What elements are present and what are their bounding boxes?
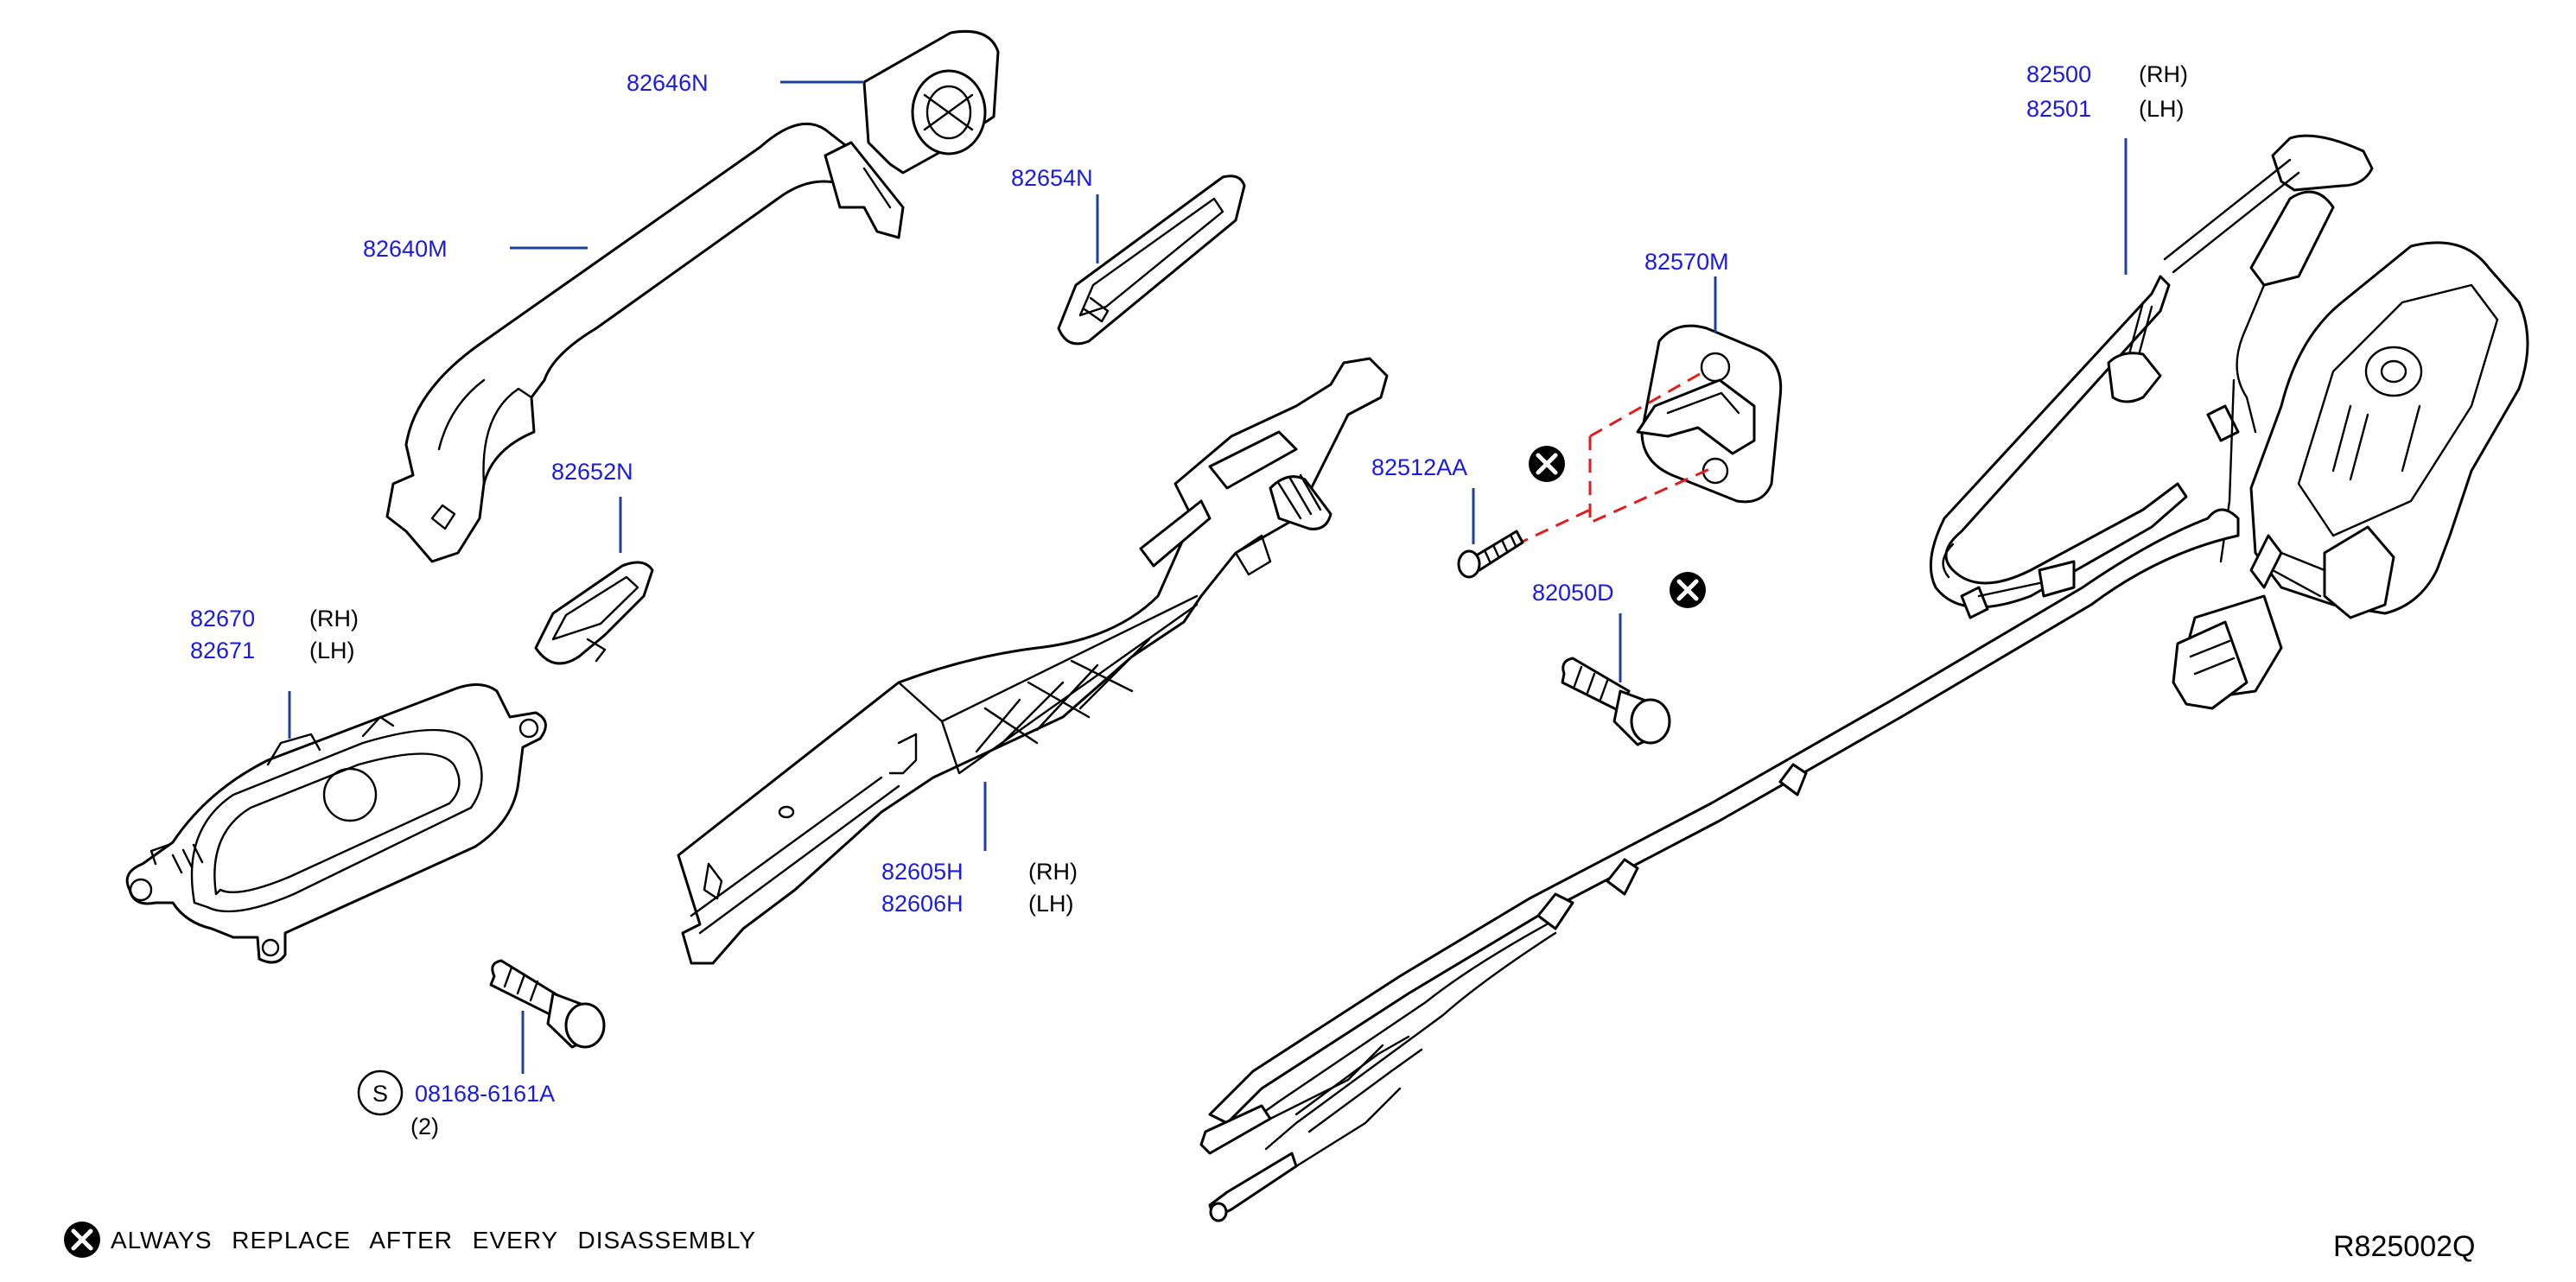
handle-escutcheon-cap — [862, 29, 1000, 175]
label-82605H: 82605H — [881, 859, 964, 885]
label-82671-side: (LH) — [309, 638, 355, 663]
leader-lines — [288, 80, 2128, 1074]
label-82501: 82501 — [2026, 96, 2091, 122]
label-82605H-side: (RH) — [1028, 859, 1078, 885]
circled-x-icon — [64, 1222, 100, 1258]
label-82500: 82500 — [2026, 61, 2091, 87]
door-striker — [1636, 324, 1783, 504]
label-82606H: 82606H — [881, 891, 964, 917]
inside-handle-bolt — [489, 959, 606, 1049]
handle-seal-rear — [1057, 175, 1246, 346]
label-82652N: 82652N — [551, 459, 633, 485]
label-82640M: 82640M — [363, 236, 448, 262]
label-82646N: 82646N — [627, 70, 709, 96]
striker-screw — [1457, 530, 1524, 579]
label-82500-side: (RH) — [2139, 61, 2188, 87]
circled-x-icon — [1529, 446, 1565, 482]
label-82654N: 82654N — [1011, 165, 1093, 191]
label-08168-6161A: 08168-6161A — [415, 1081, 555, 1107]
lock-remote-cables — [1199, 508, 2240, 1222]
circled-x-icon — [1670, 572, 1706, 608]
outside-handle-bracket — [677, 357, 1389, 965]
lock-bolt — [1561, 657, 1671, 746]
label-82050D: 82050D — [1532, 580, 1614, 606]
inside-door-handle — [125, 683, 547, 964]
label-82670: 82670 — [190, 606, 255, 631]
standard-part-symbol: S — [357, 1069, 404, 1116]
fit-dashed-line — [1494, 370, 1716, 556]
standard-part-letter: S — [372, 1081, 388, 1107]
replacement-note: ALWAYS REPLACE AFTER EVERY DISASSEMBLY — [111, 1227, 756, 1253]
handle-seal-front — [534, 561, 654, 665]
outside-door-handle — [385, 122, 905, 563]
label-82570M: 82570M — [1644, 249, 1729, 275]
door-lock-actuator — [2172, 190, 2529, 710]
label-82606H-side: (LH) — [1028, 891, 1074, 917]
label-82670-side: (RH) — [309, 606, 359, 631]
lock-cable-loop — [1929, 134, 2374, 609]
reference-code: R825002Q — [2333, 1230, 2475, 1263]
label-82512AA: 82512AA — [1371, 454, 1467, 480]
label-82671: 82671 — [190, 638, 255, 663]
label-82501-side: (LH) — [2139, 96, 2185, 122]
label-bolt-quantity: (2) — [410, 1114, 439, 1139]
